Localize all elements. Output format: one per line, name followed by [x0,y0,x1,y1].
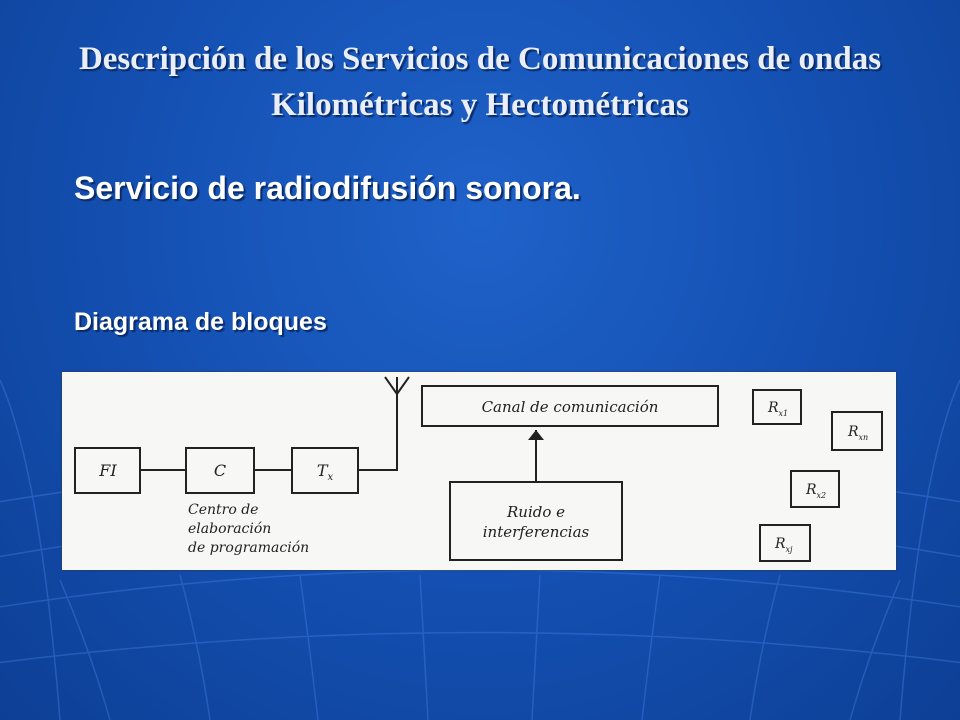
centro-caption-line-1: Centro de [188,502,258,518]
receiver-label-3: Rx2 [805,482,826,500]
receiver-box-1 [752,389,802,425]
block-fi-label: FI [98,461,117,480]
link-tx-antenna [358,394,398,471]
receiver-box-4 [759,524,811,562]
block-ruido [449,481,623,561]
receiver-label-2: Rxn [847,424,868,442]
block-canal-label: Canal de comunicación [482,398,659,416]
receiver-label-1: Rx1 [767,400,788,418]
block-diagram: FI C Tx Canal de comunicación Ruido e in… [62,372,896,570]
block-tx-label: Tx [317,461,334,483]
slide-title: Descripción de los Servicios de Comunica… [78,41,882,123]
section-label: Diagrama de bloques [74,308,327,336]
slide-subtitle: Servicio de radiodifusión sonora. [74,170,581,206]
block-canal [421,385,719,427]
centro-caption-line-3: de programación [188,540,309,556]
block-ruido-label-2: interferencias [483,523,590,541]
block-c-label: C [214,461,226,480]
antenna-icon [384,376,410,395]
receiver-label-4: Rxj [774,536,793,554]
centro-caption-line-2: elaboración [188,521,271,537]
receiver-box-3 [790,470,840,508]
receiver-box-2 [831,411,883,451]
block-ruido-label-1: Ruido e [506,503,565,521]
